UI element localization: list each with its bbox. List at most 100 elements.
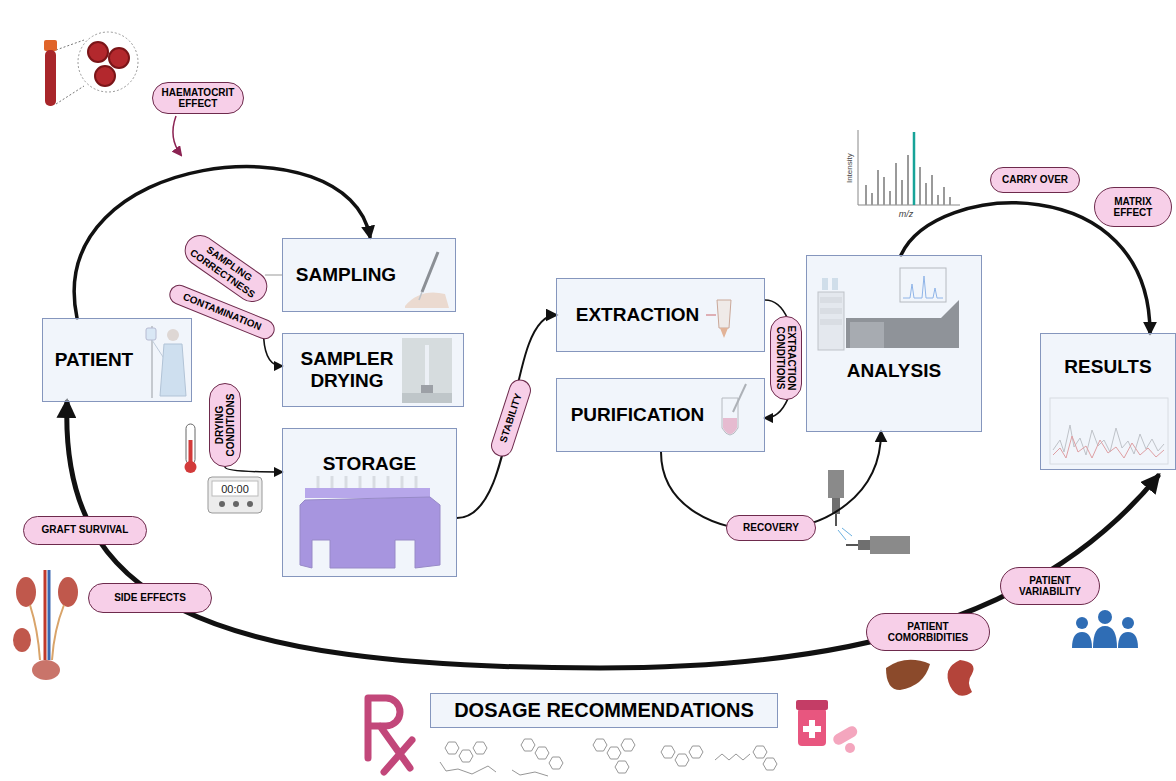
timer: [208, 477, 262, 513]
process-box: PATIENT: [42, 318, 192, 402]
process-box: ANALYSIS: [806, 255, 982, 432]
node-label: PATIENT VARIABILITY: [1008, 575, 1092, 597]
factor-pill: DRYING CONDITIONS: [209, 383, 241, 467]
connector: [225, 467, 282, 472]
node-label: EXTRACTION CONDITIONS: [775, 324, 797, 392]
node-label: RESULTS: [1064, 356, 1151, 378]
mass-spectrum: [865, 185, 867, 205]
chemical-structures: [512, 770, 548, 776]
timer: [212, 481, 258, 496]
axis-label: Intensity: [845, 153, 854, 184]
people-icon: [1072, 610, 1138, 648]
chemical-structures: [675, 754, 689, 766]
haematocrit-pointer: [173, 116, 181, 155]
mass-spectrum: [943, 187, 945, 205]
factor-pill: STABILITY: [488, 377, 534, 460]
factor-pill: HAEMATOCRIT EFFECT: [152, 82, 244, 114]
node-label: CARRY OVER: [998, 174, 1072, 185]
chemical-structures: [535, 747, 549, 759]
rx-symbol: [368, 698, 412, 772]
chemical-structures: [661, 746, 675, 758]
factor-pill: CARRY OVER: [990, 167, 1080, 193]
mass-spectrum: [949, 197, 951, 205]
chemical-structures: [621, 739, 635, 751]
people-icon: [1076, 617, 1088, 629]
nozzle-icons: [828, 470, 910, 554]
nozzle-icons: [835, 514, 837, 526]
process-box: EXTRACTION: [556, 278, 765, 352]
mass-spectrum: [937, 195, 939, 205]
node-label: STABILITY: [496, 386, 526, 450]
chemical-structures: [445, 742, 459, 754]
urinary-system: [52, 605, 64, 660]
mass-spectrum: [913, 132, 916, 205]
node-label: PURIFICATION: [571, 404, 705, 426]
timer: [208, 477, 262, 513]
medicine-icon: [831, 724, 859, 747]
blood-tube: [88, 42, 108, 62]
organ-icons: [886, 660, 930, 690]
node-label: SAMPLING: [296, 264, 396, 286]
factor-pill: EXTRACTION CONDITIONS: [770, 316, 802, 400]
node-label: MATRIX EFFECT: [1102, 196, 1164, 218]
factor-pill: PATIENT VARIABILITY: [1000, 567, 1100, 605]
mass-spectrum: [871, 193, 873, 205]
blood-tube: [44, 40, 57, 51]
chemical-structures: [521, 739, 535, 751]
blood-tube: [56, 86, 84, 104]
node-label: SAMPLING CORRECTNESS: [188, 236, 265, 299]
urinary-system: [30, 605, 40, 660]
node-label: EXTRACTION: [576, 304, 700, 326]
node-label: SAMPLER DRYING: [291, 348, 403, 392]
node-label: PATIENT: [55, 349, 133, 371]
node-label: HAEMATOCRIT EFFECT: [160, 87, 236, 109]
timer: [233, 501, 239, 507]
connector: [457, 315, 556, 518]
label-holder: Intensity: [845, 153, 854, 184]
chemical-structures: [459, 750, 473, 762]
node-label: ANALYSIS: [847, 360, 941, 382]
process-box: DOSAGE RECOMMENDATIONS: [430, 693, 778, 728]
nozzle-icons: [838, 528, 852, 540]
connector: [265, 274, 282, 275]
mass-spectrum: [877, 170, 879, 205]
people-icon: [1072, 632, 1092, 648]
node-label: STORAGE: [323, 453, 417, 475]
urinary-system: [58, 577, 78, 607]
factor-pill: MATRIX EFFECT: [1094, 187, 1172, 227]
nozzle-icons: [846, 544, 858, 546]
blood-tube: [44, 32, 138, 106]
thermometer: [185, 424, 197, 473]
timer: [247, 501, 253, 507]
people-icon: [1093, 626, 1117, 648]
timer-readout: 00:00: [221, 483, 250, 496]
mass-spectrum: [907, 155, 909, 205]
nozzle-icons: [828, 470, 844, 498]
blood-tube: [78, 32, 138, 92]
urinary-system: [44, 570, 47, 660]
chemical-structures: [593, 739, 607, 751]
node-label: PATIENT COMORBIDITIES: [874, 621, 982, 643]
chemical-structures: [615, 761, 629, 773]
urinary-system: [48, 570, 51, 660]
people-icon: [1098, 610, 1112, 624]
organ-icons: [948, 660, 974, 696]
process-box: SAMPLER DRYING: [282, 333, 464, 407]
node-label: GRAFT SURVIVAL: [31, 524, 139, 535]
mass-spectrum: [901, 180, 903, 205]
factor-pill: PATIENT COMORBIDITIES: [866, 613, 990, 651]
connector: [264, 338, 282, 366]
chemical-structures: [715, 754, 750, 760]
process-box: SAMPLING: [282, 238, 456, 312]
factor-pill: SIDE EFFECTS: [88, 583, 212, 613]
blood-tube: [109, 48, 129, 68]
nozzle-icons: [870, 536, 910, 554]
people-icon: [1122, 617, 1134, 629]
chemical-structures: [440, 762, 496, 774]
chemical-structures: [549, 757, 563, 769]
urinary-system: [13, 570, 78, 680]
nozzle-icons: [858, 540, 870, 550]
mass-spectrum: [919, 167, 921, 205]
blood-tube: [45, 50, 56, 106]
